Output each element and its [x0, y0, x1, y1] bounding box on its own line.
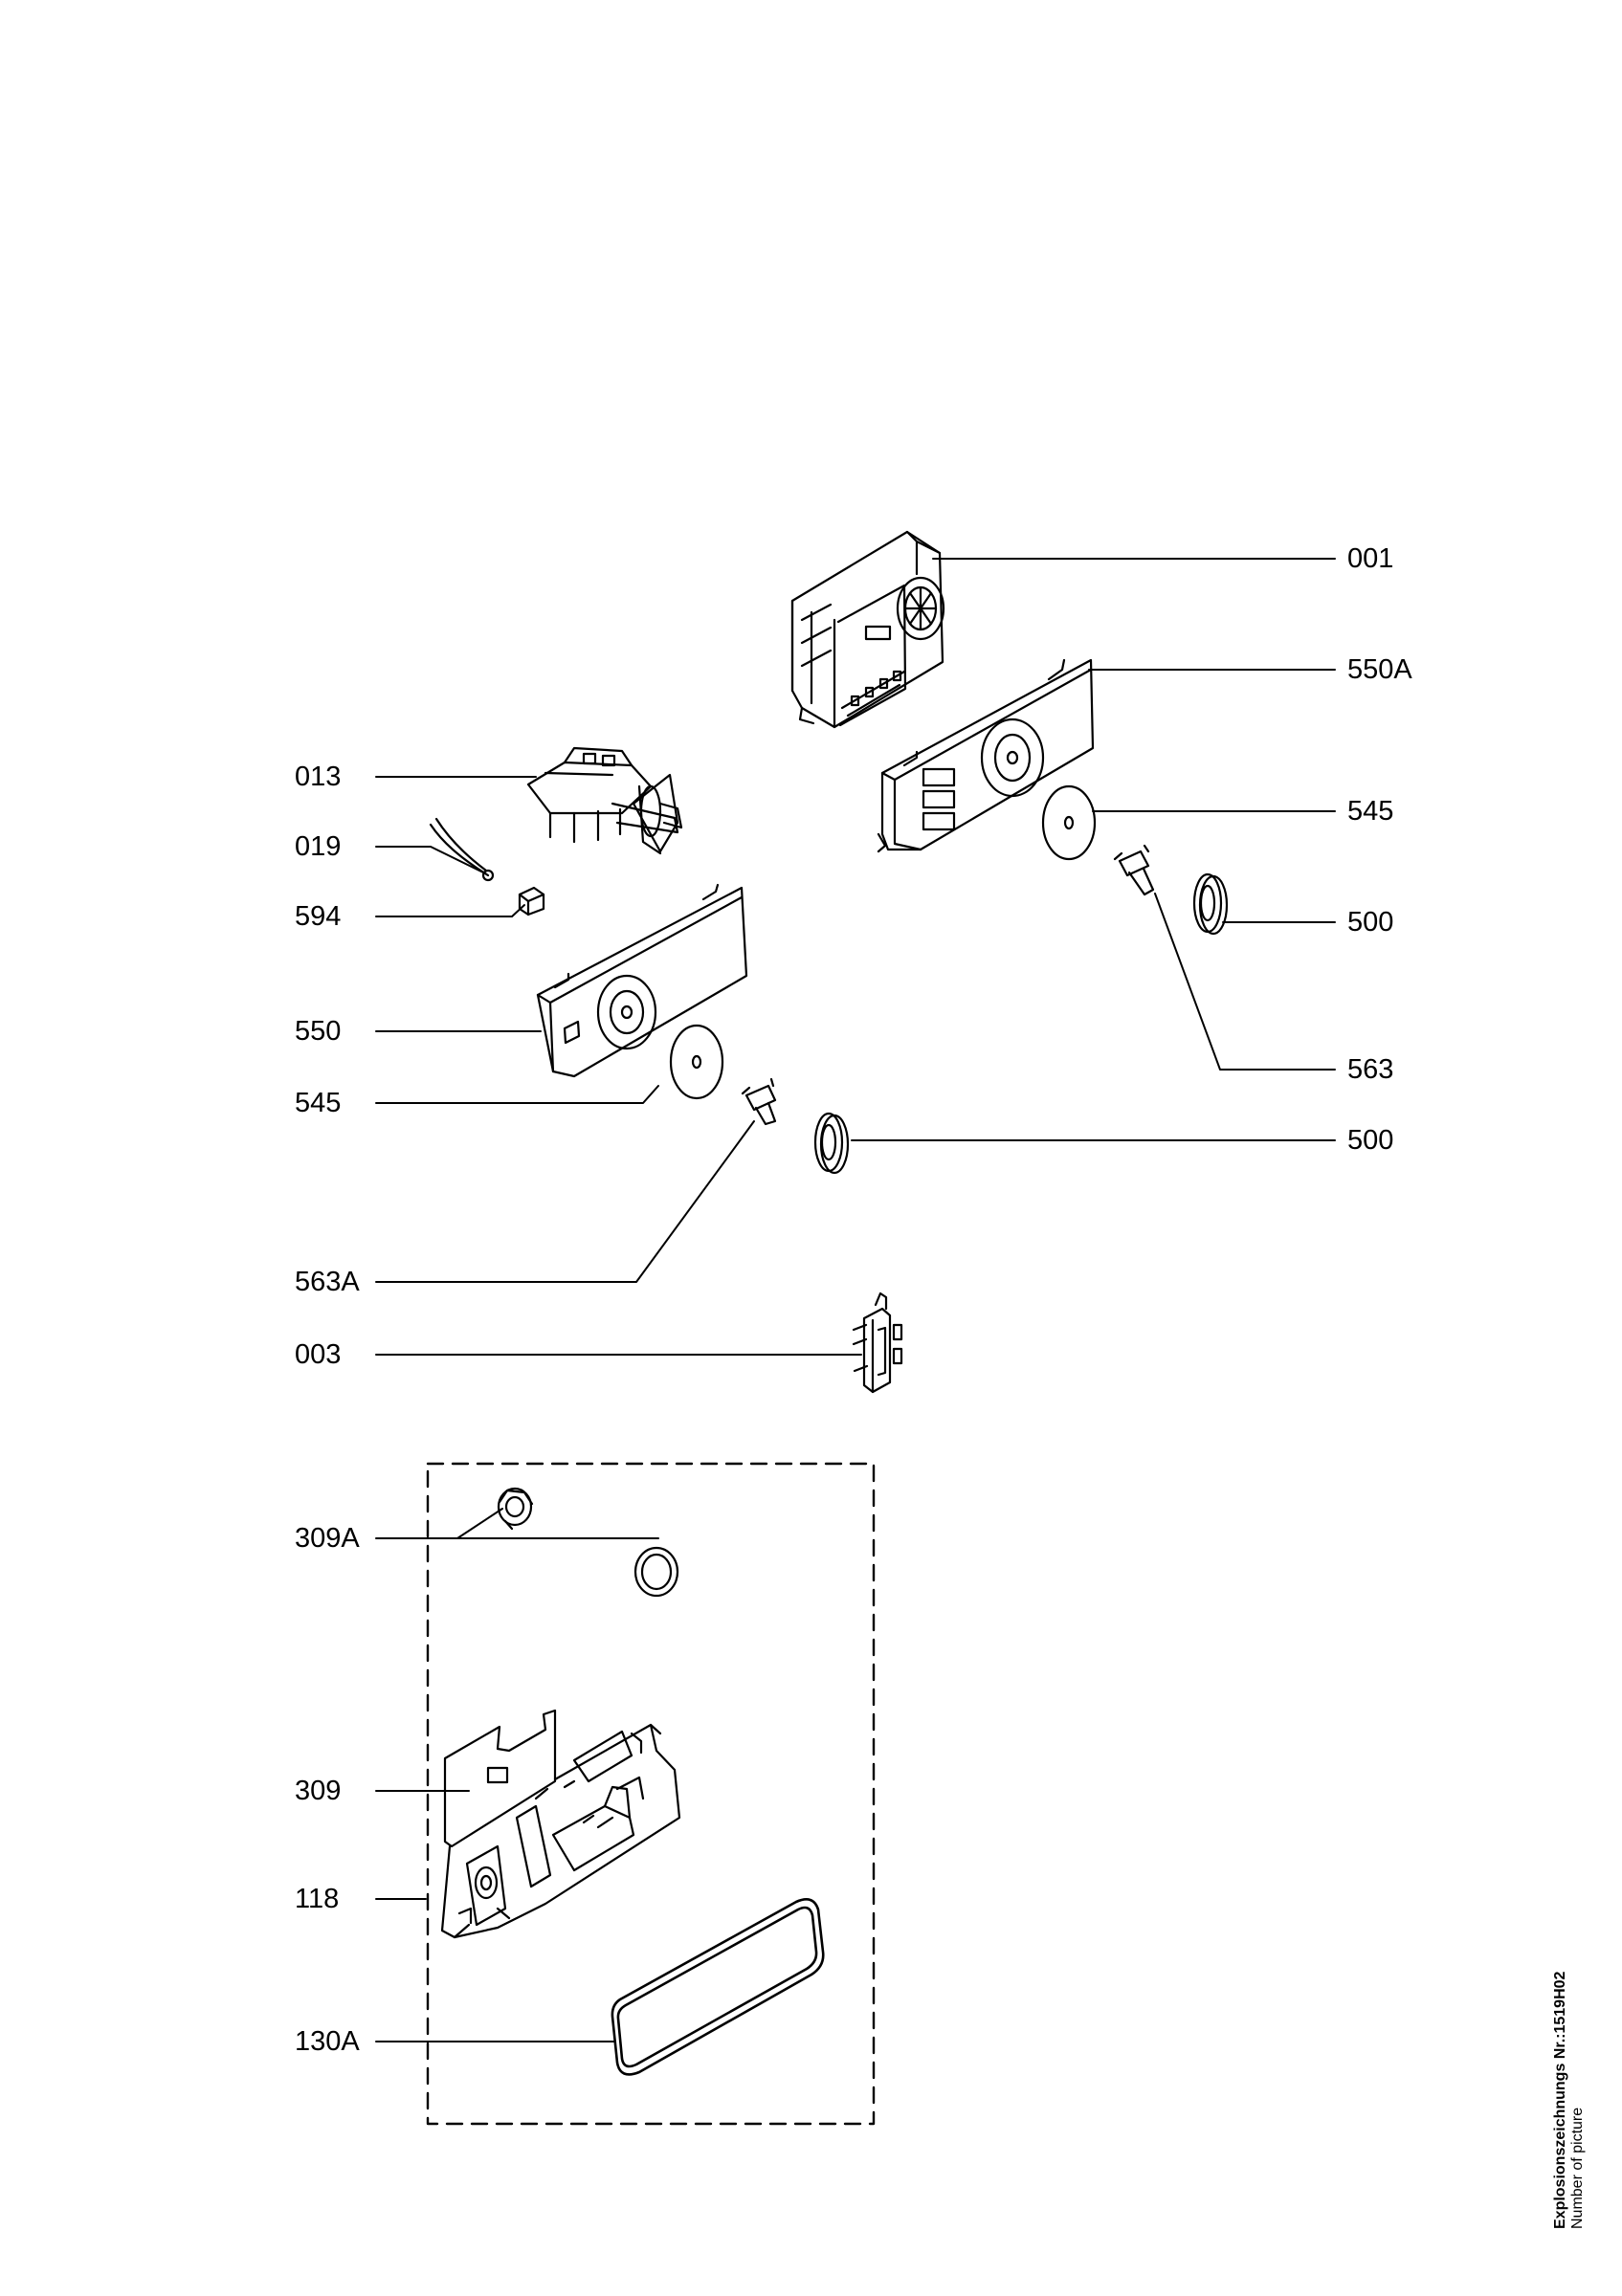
part-013-selector-switch	[526, 746, 683, 855]
label-563: 563	[1347, 1054, 1394, 1085]
label-001: 001	[1347, 543, 1394, 574]
part-001-timer	[790, 530, 945, 729]
part-309A-ring	[633, 1546, 679, 1598]
part-309A-grommet	[497, 1487, 534, 1531]
label-309: 309	[295, 1776, 342, 1806]
label-309A: 309A	[295, 1523, 360, 1554]
picture-number-line1: Explosionszeichnungs Nr.:1519H02	[1552, 1971, 1568, 2229]
leader-lines	[375, 558, 1336, 2042]
leader-563A	[375, 1120, 755, 1283]
leader-594	[375, 904, 525, 917]
leader-019	[375, 846, 484, 873]
label-550: 550	[295, 1016, 342, 1047]
label-500-upper: 500	[1347, 907, 1394, 938]
part-309-door-lock	[440, 1709, 681, 1939]
label-118: 118	[295, 1884, 340, 1914]
label-130A: 130A	[295, 2026, 360, 2057]
part-019-wire	[429, 817, 495, 882]
part-003-connector	[852, 1292, 903, 1394]
part-563A-switch-lower	[741, 1077, 777, 1126]
part-594-clip	[518, 886, 545, 916]
part-130A-gasket	[611, 1898, 825, 2076]
label-545-upper: 545	[1347, 796, 1394, 827]
part-545-disc-lower	[669, 1024, 724, 1100]
part-550-panel	[536, 883, 748, 1078]
part-563-switch-upper	[1113, 844, 1155, 896]
label-013: 013	[295, 762, 342, 792]
part-500-ring-lower	[813, 1112, 850, 1175]
part-550A-panel	[877, 658, 1095, 853]
label-545-lower: 545	[295, 1088, 342, 1118]
leader-545b	[375, 1085, 659, 1104]
label-003: 003	[295, 1339, 342, 1370]
assembly-frame	[426, 1462, 876, 2126]
picture-number-line2: Number of picture	[1569, 2107, 1586, 2229]
label-019: 019	[295, 831, 342, 862]
picture-number-note: Explosionszeichnungs Nr.:1519H02 Number …	[1552, 1972, 1587, 2229]
label-594: 594	[295, 901, 342, 932]
label-550A: 550A	[1347, 654, 1412, 685]
part-500-ring-upper	[1192, 872, 1229, 936]
part-545-disc-upper	[1041, 784, 1097, 861]
label-563A: 563A	[295, 1267, 360, 1297]
leader-563	[1154, 893, 1336, 1071]
leader-309A	[375, 1508, 659, 1539]
label-500-lower: 500	[1347, 1125, 1394, 1156]
